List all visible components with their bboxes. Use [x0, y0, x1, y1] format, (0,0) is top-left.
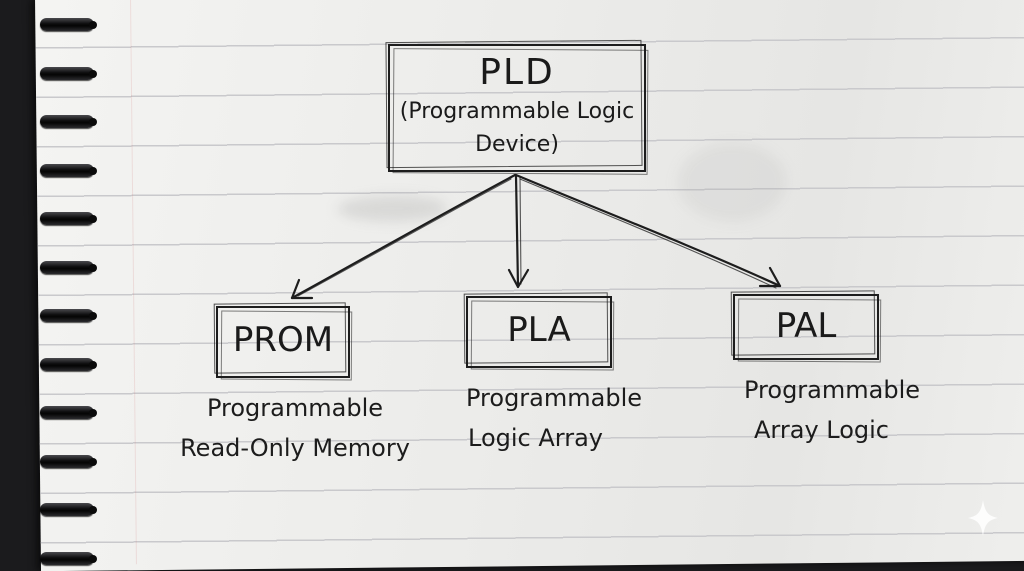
arrow-pld-to-pla: [509, 176, 528, 287]
node-pld: PLD (Programmable Logic Device): [388, 44, 646, 172]
node-pla: PLA: [466, 296, 612, 368]
node-prom-description: Programmable Read-Only Memory: [170, 388, 420, 468]
sparkle-icon: [966, 498, 1000, 538]
node-pla-description: Programmable Logic Array: [448, 378, 664, 458]
node-pal: PAL: [733, 294, 879, 360]
description-line: Read-Only Memory: [170, 428, 420, 468]
node-prom: PROM: [216, 306, 350, 378]
node-prom-acronym: PROM: [218, 320, 348, 360]
node-pal-acronym: PAL: [735, 306, 877, 346]
node-pal-description: Programmable Array Logic: [728, 370, 948, 450]
arrow-pld-to-pal: [516, 175, 780, 288]
node-pld-subtitle: Device): [390, 132, 644, 157]
description-line: Programmable: [170, 388, 420, 428]
arrow-pld-to-prom: [292, 175, 515, 298]
node-pld-subtitle: (Programmable Logic: [390, 99, 644, 124]
description-line: Array Logic: [728, 410, 948, 450]
description-line: Programmable: [728, 370, 948, 410]
node-pld-title: PLD: [390, 52, 644, 93]
description-line: Programmable: [448, 378, 664, 418]
node-pla-acronym: PLA: [468, 310, 610, 350]
description-line: Logic Array: [448, 418, 664, 458]
